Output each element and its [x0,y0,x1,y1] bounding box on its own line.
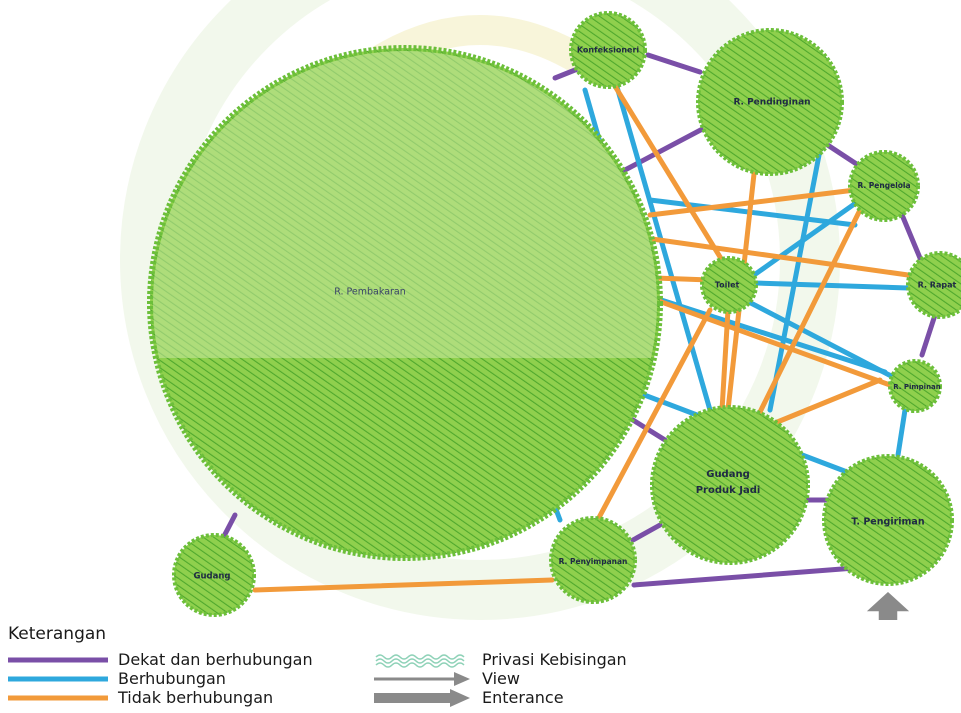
node-r-pembakaran: R. Pembakaran [147,45,663,561]
legend-label: Dekat dan berhubungan [118,650,313,669]
connector-line [642,235,911,278]
connector-line [895,407,908,458]
connector-line [652,275,713,283]
connector-line [719,307,731,413]
legend-swatch-orange-line [8,695,108,701]
node-r-pimpinan: R. Pimpinan [888,359,942,413]
node-konfeksioneri: Konfeksioneri [569,11,647,89]
node-r-rapat: R. Rapat [906,251,961,319]
legend-label: Berhubungan [118,669,226,688]
legend-label: Privasi Kebisingan [482,650,627,669]
connector-line [592,307,713,528]
connector-line [631,565,858,588]
connector-line [647,187,858,218]
legend-swatch-blue-line [8,676,108,682]
node-label: R. Penyimpanan [559,557,628,566]
relationship-diagram: R. Pembakaran Konfeksioneri R. Pendingin… [147,11,961,620]
legend-swatch-noise-wave-icon [375,654,465,668]
connector-line [919,312,938,358]
connector-line [652,295,888,375]
entrance-arrow-icon [863,589,913,620]
legend-label: View [482,669,520,688]
node-gudang: Gudang [172,533,256,617]
connector-line [897,207,923,261]
connector-line [737,197,863,288]
legend: Keterangan Dekat dan berhubungan Berhubu… [0,624,961,713]
legend-swatch-entrance-arrow-icon [374,689,470,707]
connector-line [757,207,863,415]
node-label: R. Rapat [918,281,957,290]
node-label: R. Pembakaran [334,287,406,298]
connector-line [767,147,823,413]
node-toilet: Toilet [700,256,758,314]
connector-line [612,77,713,413]
node-r-penyimpanan: R. Penyimpanan [549,516,637,604]
legend-label: Enterance [482,688,564,707]
node-label: R. Pimpinan [893,383,941,391]
node-r-pendinginan: R. Pendinginan [696,28,844,176]
legend-swatch-purple-line [8,657,108,663]
connector-line [602,67,728,268]
legend-title: Keterangan [8,624,107,644]
connector-line [252,577,555,593]
node-label: R. Pengelola [857,181,910,190]
legend-swatch-view-arrow-icon [374,672,470,686]
node-t-pengiriman: T. Pengiriman [822,454,954,586]
node-label: T. Pengiriman [851,517,924,528]
connector-line [219,512,238,543]
connector-line [767,377,883,428]
connector-line [647,197,858,228]
node-gudang-produk-jadi: Gudang Produk Jadi [650,405,810,565]
node-label: R. Pendinginan [733,98,810,108]
node-r-pengelola: R. Pengelola [848,150,920,222]
node-label: Gudang [194,572,231,582]
node-label-line2: Produk Jadi [696,485,761,496]
connector-line [630,522,663,543]
node-label-line1: Gudang [706,469,750,480]
connector-line [653,297,893,388]
node-label: Toilet [715,281,740,290]
connector-line [752,280,911,291]
node-label: Konfeksioneri [577,46,640,55]
connector-line [645,52,703,75]
legend-label: Tidak berhubungan [118,688,274,707]
